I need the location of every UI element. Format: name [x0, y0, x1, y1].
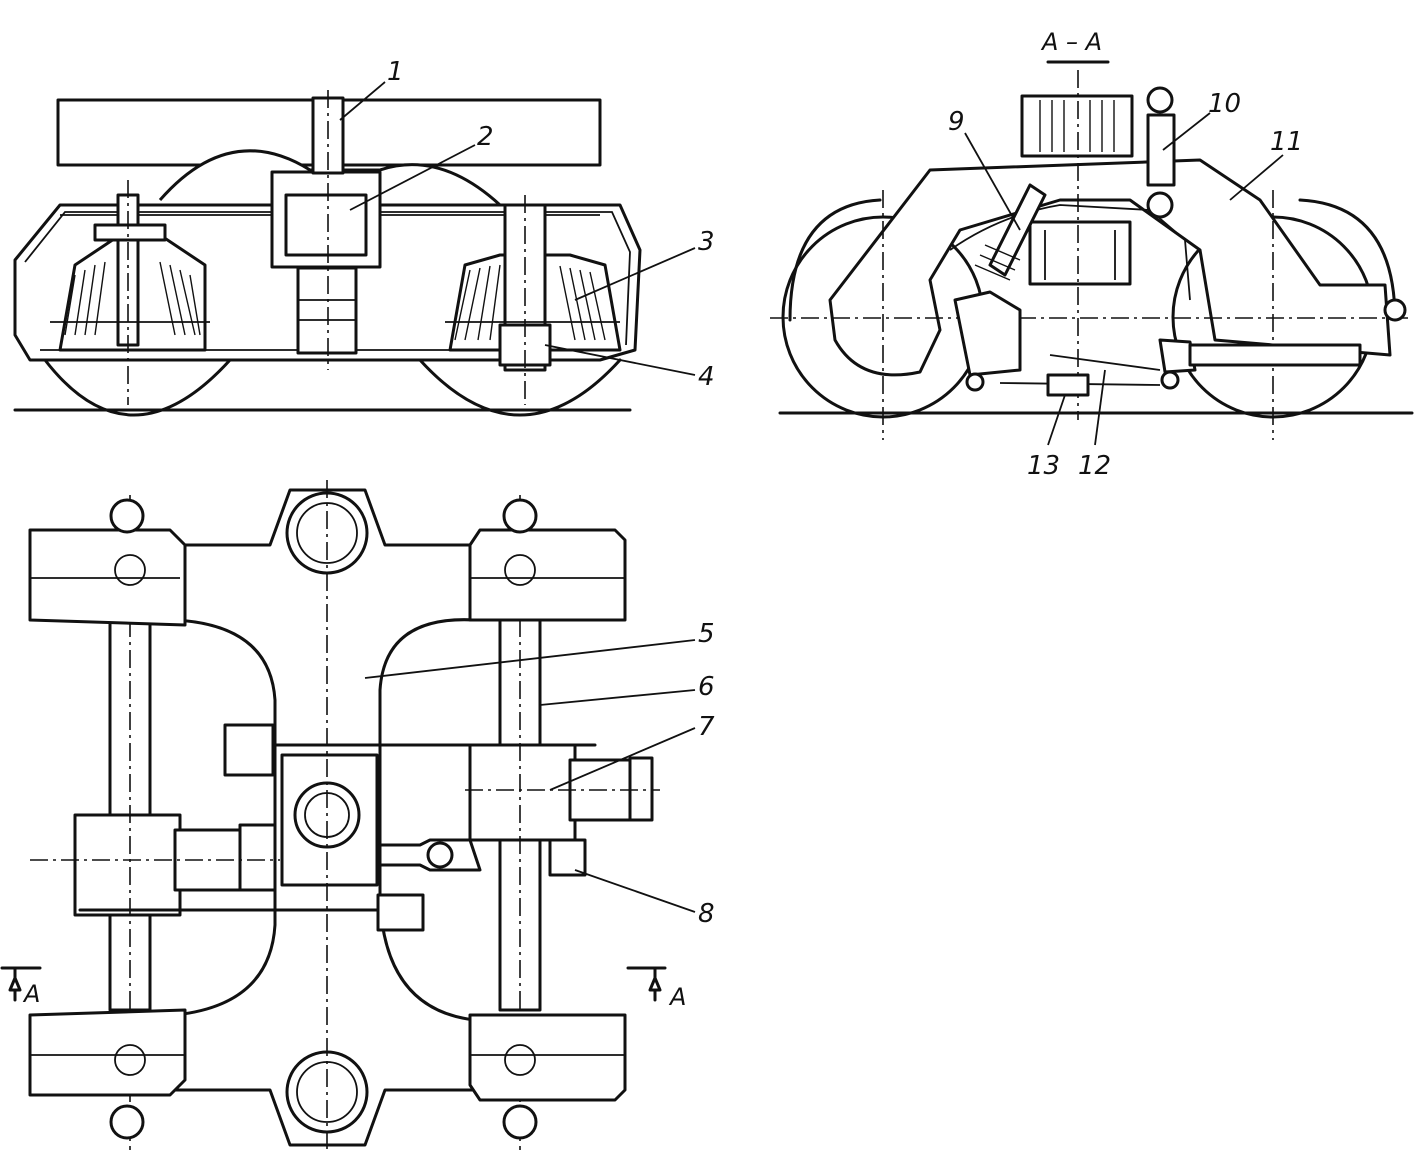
journal-bottom-right [468, 1013, 627, 1102]
vertical-damper [1146, 113, 1176, 187]
callout-13: 13 [1027, 451, 1060, 481]
right-wheel [418, 358, 622, 417]
left-wheel [43, 358, 232, 417]
callout-11: 11 [1270, 127, 1303, 157]
journal-bottom-left [28, 1008, 187, 1097]
leader-3 [574, 247, 696, 301]
top-equipment-box [1020, 94, 1134, 158]
left-spring-group [50, 180, 210, 405]
right-axle-box [468, 743, 577, 842]
callout-9: 9 [948, 107, 965, 137]
callout-6: 6 [698, 672, 715, 702]
right-spring-group [445, 195, 622, 405]
callout-7: 7 [698, 712, 715, 742]
callout-4: 4 [698, 362, 715, 392]
section-a-a-view: A – A [770, 28, 1414, 481]
callout-5: 5 [698, 619, 715, 649]
section-center-block [1028, 220, 1132, 286]
callout-3: 3 [698, 227, 715, 257]
plan-view: A A 5 6 7 8 [0, 480, 715, 1150]
axle-box-left [953, 290, 1022, 377]
callout-1: 1 [387, 57, 404, 87]
callout-8: 8 [698, 899, 715, 929]
section-title: A – A [1040, 28, 1102, 56]
callout-2: 2 [477, 122, 494, 152]
callout-10: 10 [1208, 89, 1241, 119]
leader-4 [544, 344, 696, 376]
rod-coupler [1046, 373, 1090, 397]
center-pivot-shaft [296, 266, 358, 355]
section-mark-left: A [22, 980, 40, 1008]
journal-top-right [468, 528, 627, 622]
callout-12: 12 [1078, 451, 1111, 481]
left-axle-box [73, 813, 182, 917]
side-view: 1 2 3 4 [13, 57, 715, 417]
leader-2 [349, 144, 476, 211]
brake-rod [1188, 343, 1362, 367]
leader-1 [339, 81, 386, 121]
section-mark-right: A [668, 983, 686, 1011]
section-bogie-frame [828, 158, 1392, 377]
